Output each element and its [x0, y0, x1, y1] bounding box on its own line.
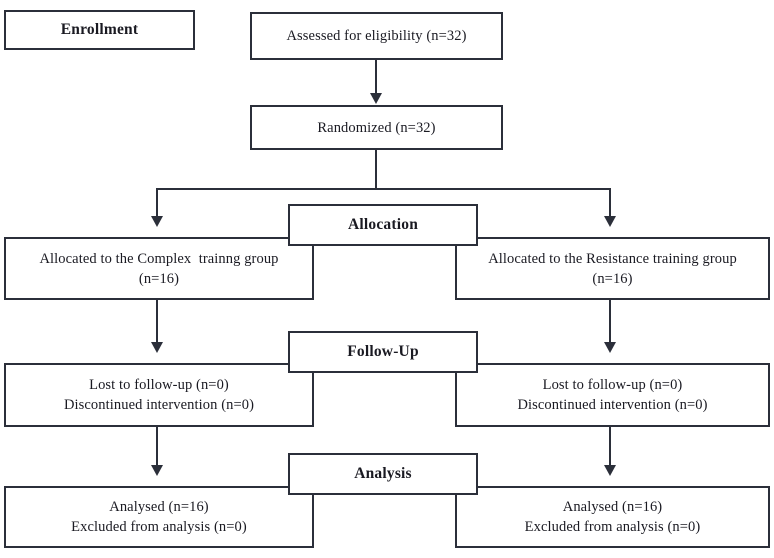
- node-assessed-for-eligibility: Assessed for eligibility (n=32): [250, 12, 503, 60]
- allocation-left-line1: Allocated to the Complex trainng group: [39, 250, 279, 267]
- followup-left-line2: Discontinued intervention (n=0): [63, 397, 255, 413]
- connector-split-bus: [156, 188, 610, 190]
- analysis-stage-label: Analysis: [354, 465, 412, 483]
- followup-right-line1: Lost to follow-up (n=0): [542, 377, 683, 393]
- arrowhead-to-allocation-left: [151, 216, 163, 227]
- connector-split-right-drop: [609, 188, 611, 218]
- stage-label-followup: Follow-Up: [288, 331, 478, 373]
- randomized-text: Randomized (n=32): [317, 119, 436, 136]
- stage-label-allocation: Allocation: [288, 204, 478, 246]
- followup-left-line1: Lost to follow-up (n=0): [89, 377, 229, 393]
- node-analysis-left: Analysed (n=16) Excluded from analysis (…: [4, 486, 314, 548]
- connector-followup-right-to-analysis: [609, 427, 611, 471]
- followup-right-line2: Discontinued intervention (n=0): [517, 397, 708, 413]
- arrowhead-to-randomized: [370, 93, 382, 104]
- stage-label-enrollment: Enrollment: [4, 10, 195, 50]
- analysis-right-line2: Excluded from analysis (n=0): [524, 519, 701, 535]
- arrowhead-to-followup-left: [151, 342, 163, 353]
- node-allocation-resistance-training: Allocated to the Resistance training gro…: [455, 237, 770, 300]
- connector-allocation-right-to-followup: [609, 300, 611, 344]
- allocation-left-line2: (n=16): [138, 270, 180, 287]
- enrollment-stage-label: Enrollment: [60, 21, 139, 39]
- node-randomized: Randomized (n=32): [250, 105, 503, 150]
- analysis-right-line1: Analysed (n=16): [562, 499, 663, 515]
- arrowhead-to-analysis-left: [151, 465, 163, 476]
- node-followup-left: Lost to follow-up (n=0) Discontinued int…: [4, 363, 314, 427]
- arrowhead-to-followup-right: [604, 342, 616, 353]
- connector-assessed-to-randomized: [375, 60, 377, 94]
- connector-randomized-down: [375, 150, 377, 190]
- connector-followup-left-to-analysis: [156, 427, 158, 471]
- connector-split-left-drop: [156, 188, 158, 218]
- allocation-right-line1: Allocated to the Resistance training gro…: [488, 250, 737, 267]
- node-analysis-right: Analysed (n=16) Excluded from analysis (…: [455, 486, 770, 548]
- node-allocation-complex-training: Allocated to the Complex trainng group (…: [4, 237, 314, 300]
- analysis-left-line2: Excluded from analysis (n=0): [71, 519, 247, 535]
- assessed-text: Assessed for eligibility (n=32): [286, 28, 467, 44]
- analysis-left-line1: Analysed (n=16): [109, 499, 209, 515]
- allocation-right-line2: (n=16): [592, 270, 633, 287]
- arrowhead-to-allocation-right: [604, 216, 616, 227]
- node-followup-right: Lost to follow-up (n=0) Discontinued int…: [455, 363, 770, 427]
- arrowhead-to-analysis-right: [604, 465, 616, 476]
- connector-allocation-left-to-followup: [156, 300, 158, 344]
- followup-stage-label: Follow-Up: [347, 343, 419, 361]
- allocation-stage-label: Allocation: [347, 216, 419, 234]
- stage-label-analysis: Analysis: [288, 453, 478, 495]
